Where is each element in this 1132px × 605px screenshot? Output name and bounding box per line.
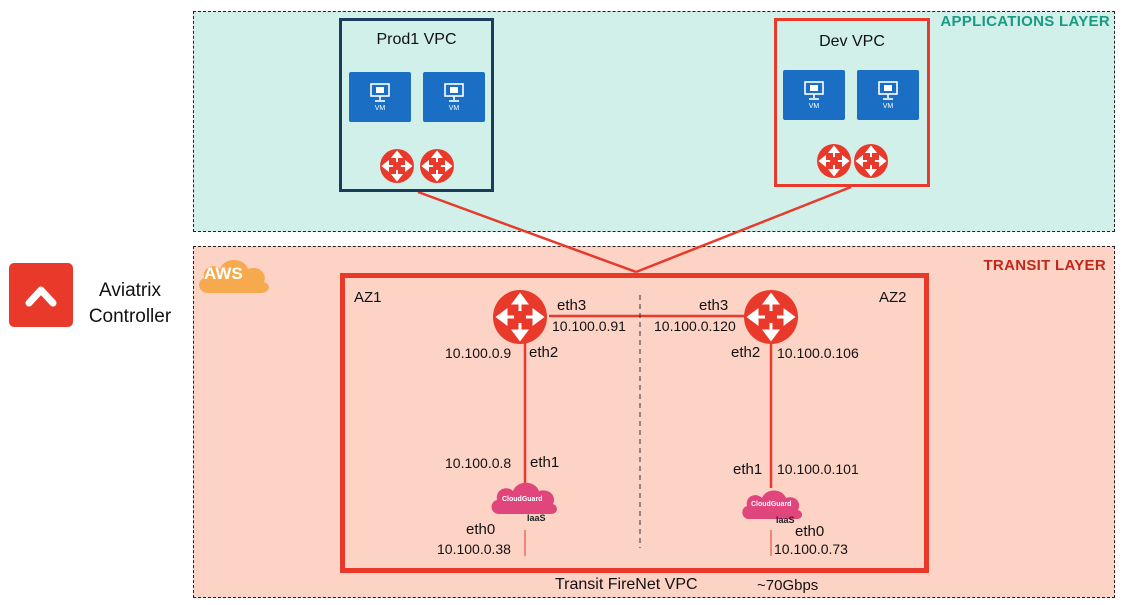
prod1-vm-1[interactable]: VM bbox=[349, 72, 411, 122]
az2-fw-eth0-label: eth0 bbox=[795, 523, 825, 540]
link-dev-to-transit bbox=[635, 185, 852, 274]
dev-vm-2[interactable]: VM bbox=[857, 70, 919, 120]
transit-gateway-az1-icon[interactable] bbox=[492, 289, 548, 345]
az2-fw-eth0-ip: 10.100.0.73 bbox=[774, 541, 848, 557]
cloudguard-sub: IaaS bbox=[527, 513, 546, 523]
applications-layer-label: APPLICATIONS LAYER bbox=[940, 13, 1110, 30]
aws-label: AWS bbox=[204, 264, 243, 283]
router-icon[interactable] bbox=[379, 148, 415, 184]
az1-fw-eth1-label: eth1 bbox=[530, 454, 560, 471]
prod1-vpc-box[interactable]: Prod1 VPC VM VM bbox=[339, 18, 494, 192]
az2-label: AZ2 bbox=[879, 289, 907, 306]
prod1-vpc-title: Prod1 VPC bbox=[376, 31, 457, 48]
vm-label: VM bbox=[374, 104, 386, 112]
cloudguard-cloud-icon bbox=[491, 482, 557, 514]
router-icon[interactable] bbox=[419, 148, 455, 184]
vm-label: VM bbox=[808, 102, 820, 110]
router-icon[interactable] bbox=[816, 143, 852, 179]
az1-gw-eth3-ip: 10.100.0.91 bbox=[552, 318, 626, 334]
cloudguard-firewall-az1[interactable]: CloudGuard IaaS bbox=[489, 474, 559, 528]
az2-fw-eth1-label: eth1 bbox=[733, 461, 763, 478]
az2-gw-eth3-label: eth3 bbox=[699, 297, 729, 314]
link-prod1-to-transit bbox=[417, 190, 637, 274]
az2-gw-eth3-ip: 10.100.0.120 bbox=[654, 318, 736, 334]
az2-fw-eth1-ip: 10.100.0.101 bbox=[777, 461, 859, 477]
az1-gw-eth2-label: eth2 bbox=[529, 344, 559, 361]
az1-label: AZ1 bbox=[354, 289, 382, 306]
monitor-icon bbox=[370, 82, 390, 102]
az1-gw-eth2-ip: 10.100.0.9 bbox=[445, 345, 512, 361]
throughput-label: ~70Gbps bbox=[757, 577, 819, 594]
cloudguard-brand: CloudGuard bbox=[502, 496, 543, 503]
az1-gw-eth3-label: eth3 bbox=[557, 297, 587, 314]
router-icon[interactable] bbox=[853, 143, 889, 179]
cloudguard-cloud-icon bbox=[742, 490, 803, 519]
cloudguard-brand: CloudGuard bbox=[751, 501, 792, 508]
cloudguard-firewall-az2[interactable]: CloudGuard IaaS bbox=[740, 482, 804, 532]
az1-fw-eth0-label: eth0 bbox=[466, 521, 496, 538]
az2-gw-eth2-ip: 10.100.0.106 bbox=[777, 345, 859, 361]
az2-gw-eth2-label: eth2 bbox=[731, 344, 761, 361]
vm-label: VM bbox=[882, 102, 894, 110]
monitor-icon bbox=[804, 80, 824, 100]
dev-vm-1[interactable]: VM bbox=[783, 70, 845, 120]
transit-layer-label: TRANSIT LAYER bbox=[983, 257, 1106, 274]
aviatrix-label-line1: Aviatrix bbox=[99, 280, 161, 301]
vm-label: VM bbox=[448, 104, 460, 112]
monitor-icon bbox=[444, 82, 464, 102]
aviatrix-label-line2: Controller bbox=[88, 306, 172, 327]
cloud-icon bbox=[199, 260, 269, 293]
transit-layer-zone bbox=[193, 246, 1115, 598]
aviatrix-chevron-icon bbox=[25, 286, 57, 307]
aviatrix-controller-label: Aviatrix Controller bbox=[78, 278, 182, 330]
dev-vpc-box[interactable]: Dev VPC VM VM bbox=[774, 18, 930, 187]
applications-layer-zone bbox=[193, 11, 1115, 232]
prod1-vm-2[interactable]: VM bbox=[423, 72, 485, 122]
monitor-icon bbox=[878, 80, 898, 100]
transit-firenet-vpc-box[interactable] bbox=[340, 273, 929, 573]
az1-fw-eth1-ip: 10.100.0.8 bbox=[445, 455, 512, 471]
transit-gateway-az2-icon[interactable] bbox=[743, 289, 799, 345]
transit-vpc-label: Transit FireNet VPC bbox=[555, 576, 698, 593]
aviatrix-logo[interactable] bbox=[9, 263, 73, 327]
cloudguard-sub: IaaS bbox=[776, 515, 795, 525]
dev-vpc-title: Dev VPC bbox=[819, 33, 885, 50]
az1-fw-eth0-ip: 10.100.0.38 bbox=[437, 541, 511, 557]
